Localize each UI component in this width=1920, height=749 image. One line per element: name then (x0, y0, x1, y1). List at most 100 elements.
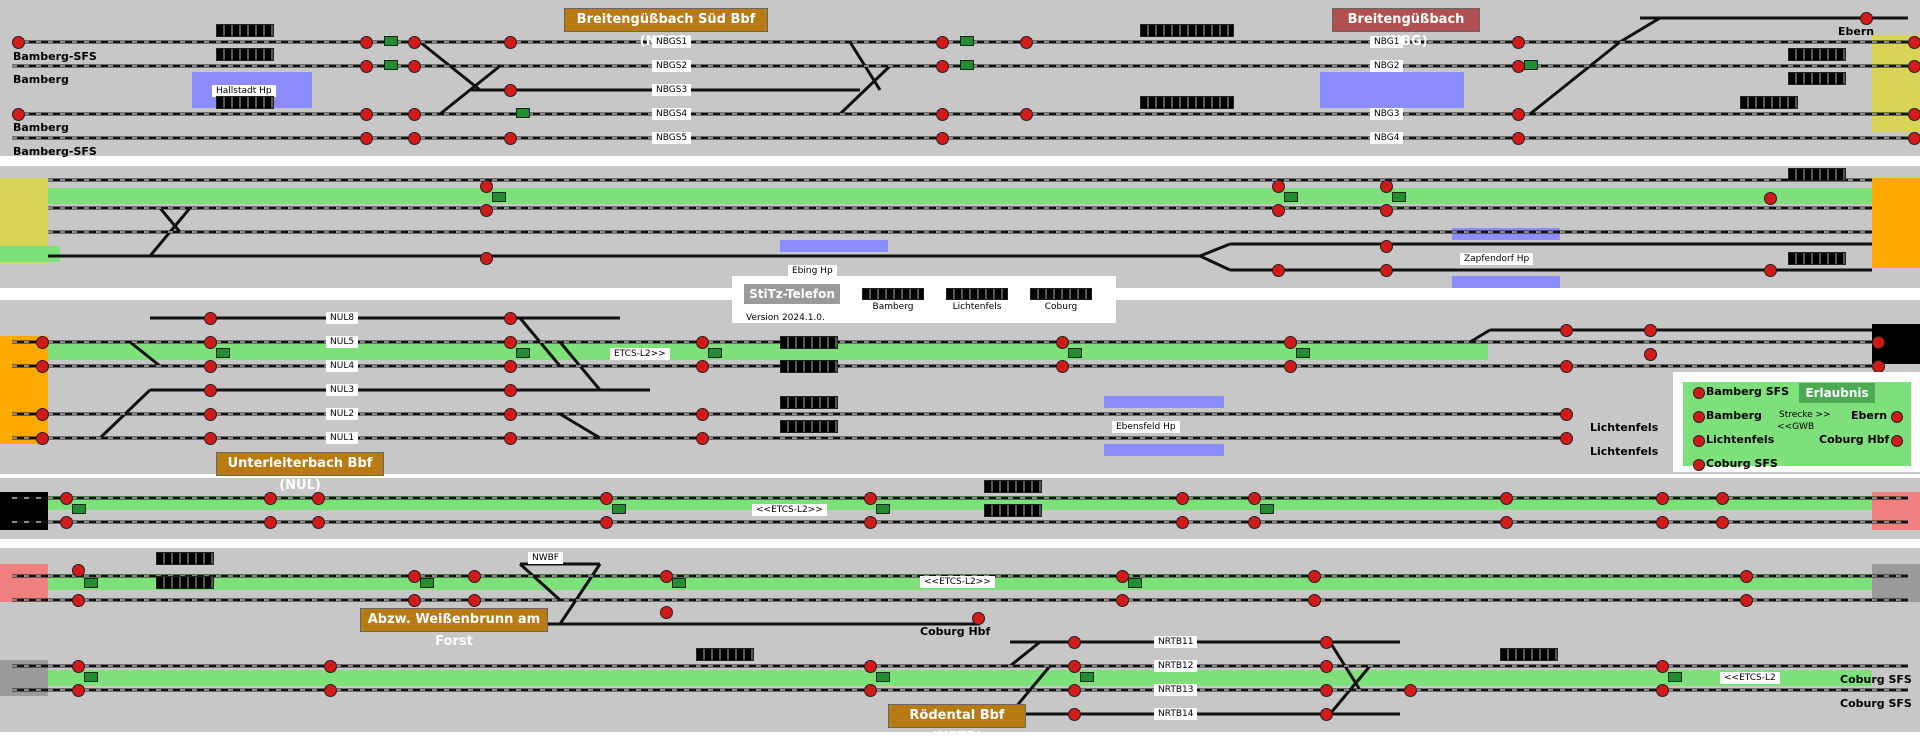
permission-signal-coburg-hbf[interactable] (1891, 435, 1903, 447)
signal[interactable] (1644, 324, 1657, 337)
signal[interactable] (504, 36, 517, 49)
block-section[interactable] (1788, 48, 1846, 61)
signal[interactable] (408, 594, 421, 607)
signal[interactable] (936, 36, 949, 49)
signal[interactable] (1020, 108, 1033, 121)
signal[interactable] (408, 36, 421, 49)
signal[interactable] (1500, 516, 1513, 529)
signal[interactable] (504, 432, 517, 445)
signal[interactable] (1656, 492, 1669, 505)
signal[interactable] (36, 408, 49, 421)
signal[interactable] (1560, 324, 1573, 337)
block-section[interactable] (780, 336, 838, 349)
signal[interactable] (1176, 516, 1189, 529)
phone-button-bamberg[interactable] (862, 288, 924, 300)
signal[interactable] (864, 660, 877, 673)
signal[interactable] (60, 492, 73, 505)
signal[interactable] (204, 336, 217, 349)
signal[interactable] (864, 684, 877, 697)
permission-signal-lichtenfels[interactable] (1693, 435, 1705, 447)
signal[interactable] (1020, 36, 1033, 49)
signal[interactable] (12, 36, 25, 49)
signal[interactable] (1380, 264, 1393, 277)
station-title-nwbf[interactable]: Abzw. Weißenbrunn am Forst (360, 608, 548, 649)
block-section[interactable] (1740, 96, 1798, 109)
signal[interactable] (408, 570, 421, 583)
block-section[interactable] (156, 552, 214, 565)
signal[interactable] (936, 132, 949, 145)
block-section[interactable] (216, 24, 274, 37)
signal[interactable] (360, 60, 373, 73)
signal[interactable] (1500, 492, 1513, 505)
signal[interactable] (504, 384, 517, 397)
signal[interactable] (1560, 432, 1573, 445)
signal[interactable] (1284, 336, 1297, 349)
block-section[interactable] (1500, 648, 1558, 661)
track-label-nrtb12[interactable]: NRTB12 (1154, 660, 1198, 672)
signal[interactable] (264, 492, 277, 505)
signal[interactable] (204, 360, 217, 373)
signal[interactable] (1644, 348, 1657, 361)
permission-signal-coburg-sfs[interactable] (1693, 459, 1705, 471)
signal[interactable] (1656, 684, 1669, 697)
signal[interactable] (360, 132, 373, 145)
block-section[interactable] (1140, 96, 1234, 109)
block-section[interactable] (780, 420, 838, 433)
signal[interactable] (696, 336, 709, 349)
signal[interactable] (1512, 108, 1525, 121)
signal[interactable] (408, 132, 421, 145)
signal[interactable] (1284, 360, 1297, 373)
signal[interactable] (360, 36, 373, 49)
track-label-nrtb13[interactable]: NRTB13 (1154, 684, 1198, 696)
signal[interactable] (1908, 60, 1920, 73)
phone-button-lichtenfels[interactable] (946, 288, 1008, 300)
signal[interactable] (480, 204, 493, 217)
signal[interactable] (972, 612, 985, 625)
signal[interactable] (864, 516, 877, 529)
signal[interactable] (864, 492, 877, 505)
signal[interactable] (1740, 570, 1753, 583)
permission-signal-bamberg-sfs[interactable] (1693, 387, 1705, 399)
block-section[interactable] (780, 360, 838, 373)
block-section[interactable] (696, 648, 754, 661)
signal[interactable] (1380, 204, 1393, 217)
permission-item-bamberg-sfs[interactable]: Bamberg SFS (1706, 385, 1790, 398)
track-label-nbgs5[interactable]: NBGS5 (652, 132, 692, 144)
permission-item-lichtenfels[interactable]: Lichtenfels (1706, 433, 1775, 446)
signal[interactable] (204, 384, 217, 397)
signal[interactable] (1908, 108, 1920, 121)
signal[interactable] (1740, 594, 1753, 607)
signal[interactable] (36, 336, 49, 349)
signal[interactable] (1656, 660, 1669, 673)
signal[interactable] (408, 108, 421, 121)
signal[interactable] (1056, 360, 1069, 373)
track-label-nbgs4[interactable]: NBGS4 (652, 108, 692, 120)
signal[interactable] (1248, 492, 1261, 505)
signal[interactable] (504, 360, 517, 373)
signal[interactable] (1248, 516, 1261, 529)
track-label-nul1[interactable]: NUL1 (326, 432, 359, 444)
signal[interactable] (36, 360, 49, 373)
permission-item-ebern[interactable]: Ebern (1851, 409, 1888, 422)
signal[interactable] (1764, 264, 1777, 277)
permission-item-coburg-hbf[interactable]: Coburg Hbf (1819, 433, 1890, 446)
signal[interactable] (1056, 336, 1069, 349)
signal[interactable] (1512, 132, 1525, 145)
signal[interactable] (696, 360, 709, 373)
signal[interactable] (36, 432, 49, 445)
phone-button-coburg[interactable] (1030, 288, 1092, 300)
signal[interactable] (72, 684, 85, 697)
signal[interactable] (468, 594, 481, 607)
signal[interactable] (1908, 36, 1920, 49)
signal[interactable] (1320, 636, 1333, 649)
signal[interactable] (264, 516, 277, 529)
signal[interactable] (1308, 594, 1321, 607)
block-section[interactable] (984, 480, 1042, 493)
signal[interactable] (1068, 684, 1081, 697)
signal[interactable] (1272, 180, 1285, 193)
signal[interactable] (204, 432, 217, 445)
signal[interactable] (1308, 570, 1321, 583)
track-label-nul4[interactable]: NUL4 (326, 360, 359, 372)
signal[interactable] (72, 660, 85, 673)
signal[interactable] (660, 570, 673, 583)
